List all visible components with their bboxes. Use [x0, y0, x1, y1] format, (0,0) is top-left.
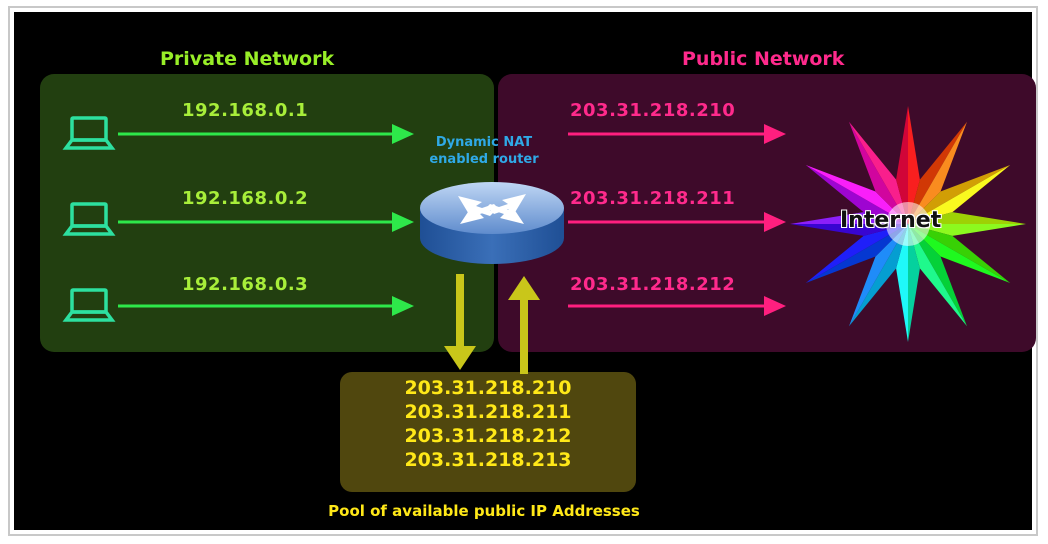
private-ip-label: 192.168.0.2	[182, 188, 309, 209]
pool-address: 203.31.218.213	[404, 449, 572, 471]
private-ip-label: 192.168.0.3	[182, 274, 309, 295]
private-arrow	[118, 296, 414, 316]
internet-label: Internet	[840, 208, 942, 233]
pool-address: 203.31.218.212	[404, 425, 572, 447]
address-pool-caption: Pool of available public IP Addresses	[328, 502, 640, 520]
starburst-segment	[849, 121, 908, 224]
public-network-title: Public Network	[682, 48, 845, 70]
public-arrow	[568, 296, 786, 316]
pool-address: 203.31.218.210	[404, 377, 572, 399]
diagram-canvas: Private Network Public Network 192.168.0…	[14, 12, 1036, 530]
private-arrow	[118, 212, 414, 232]
router-caption-line: enabled router	[429, 152, 539, 167]
public-arrow	[568, 212, 786, 232]
starburst-segment	[908, 224, 1011, 283]
starburst-segment	[896, 106, 908, 224]
starburst-core	[886, 202, 930, 246]
pool-to-router-arrow	[508, 276, 540, 374]
laptop-icon	[62, 288, 116, 322]
public-ip-label: 203.31.218.211	[570, 188, 736, 209]
public-arrow	[568, 124, 786, 144]
laptop-icon	[62, 202, 116, 236]
starburst-segment	[908, 224, 920, 342]
router-caption-line: Dynamic NAT	[435, 135, 533, 150]
address-pool-list: 203.31.218.210 203.31.218.211 203.31.218…	[340, 376, 636, 472]
router-icon	[420, 182, 564, 264]
pool-address: 203.31.218.211	[404, 401, 572, 423]
private-arrow	[118, 124, 414, 144]
private-network-title: Private Network	[160, 48, 335, 70]
router-to-pool-arrow	[444, 274, 476, 370]
starburst-segment	[908, 224, 967, 327]
internet-starburst-icon	[790, 106, 1026, 342]
laptop-icon	[62, 116, 116, 150]
diagram-frame: Private Network Public Network 192.168.0…	[8, 6, 1038, 536]
starburst-segment	[908, 224, 967, 327]
starburst-segment	[908, 224, 1011, 283]
starburst-segment	[805, 165, 908, 224]
router-caption: Dynamic NAT enabled router	[424, 134, 544, 168]
address-pool-box	[340, 372, 636, 492]
starburst-segment	[805, 224, 908, 283]
starburst-segment	[849, 224, 908, 327]
starburst-segment	[908, 165, 1011, 224]
diagram-graphics	[62, 106, 1026, 374]
starburst-segment	[908, 121, 967, 224]
starburst-segment	[908, 224, 1026, 236]
starburst-segment	[908, 165, 1011, 224]
public-ip-label: 203.31.218.212	[570, 274, 736, 295]
private-ip-label: 192.168.0.1	[182, 100, 309, 121]
starburst-segment	[896, 224, 908, 342]
starburst-segment	[849, 121, 908, 224]
public-ip-label: 203.31.218.210	[570, 100, 736, 121]
starburst-segment	[849, 224, 908, 327]
starburst-segment	[908, 212, 1026, 224]
starburst-segment	[908, 106, 920, 224]
starburst-segment	[790, 212, 908, 224]
starburst-segment	[790, 224, 908, 236]
starburst-segment	[805, 224, 908, 283]
starburst-segment	[805, 165, 908, 224]
